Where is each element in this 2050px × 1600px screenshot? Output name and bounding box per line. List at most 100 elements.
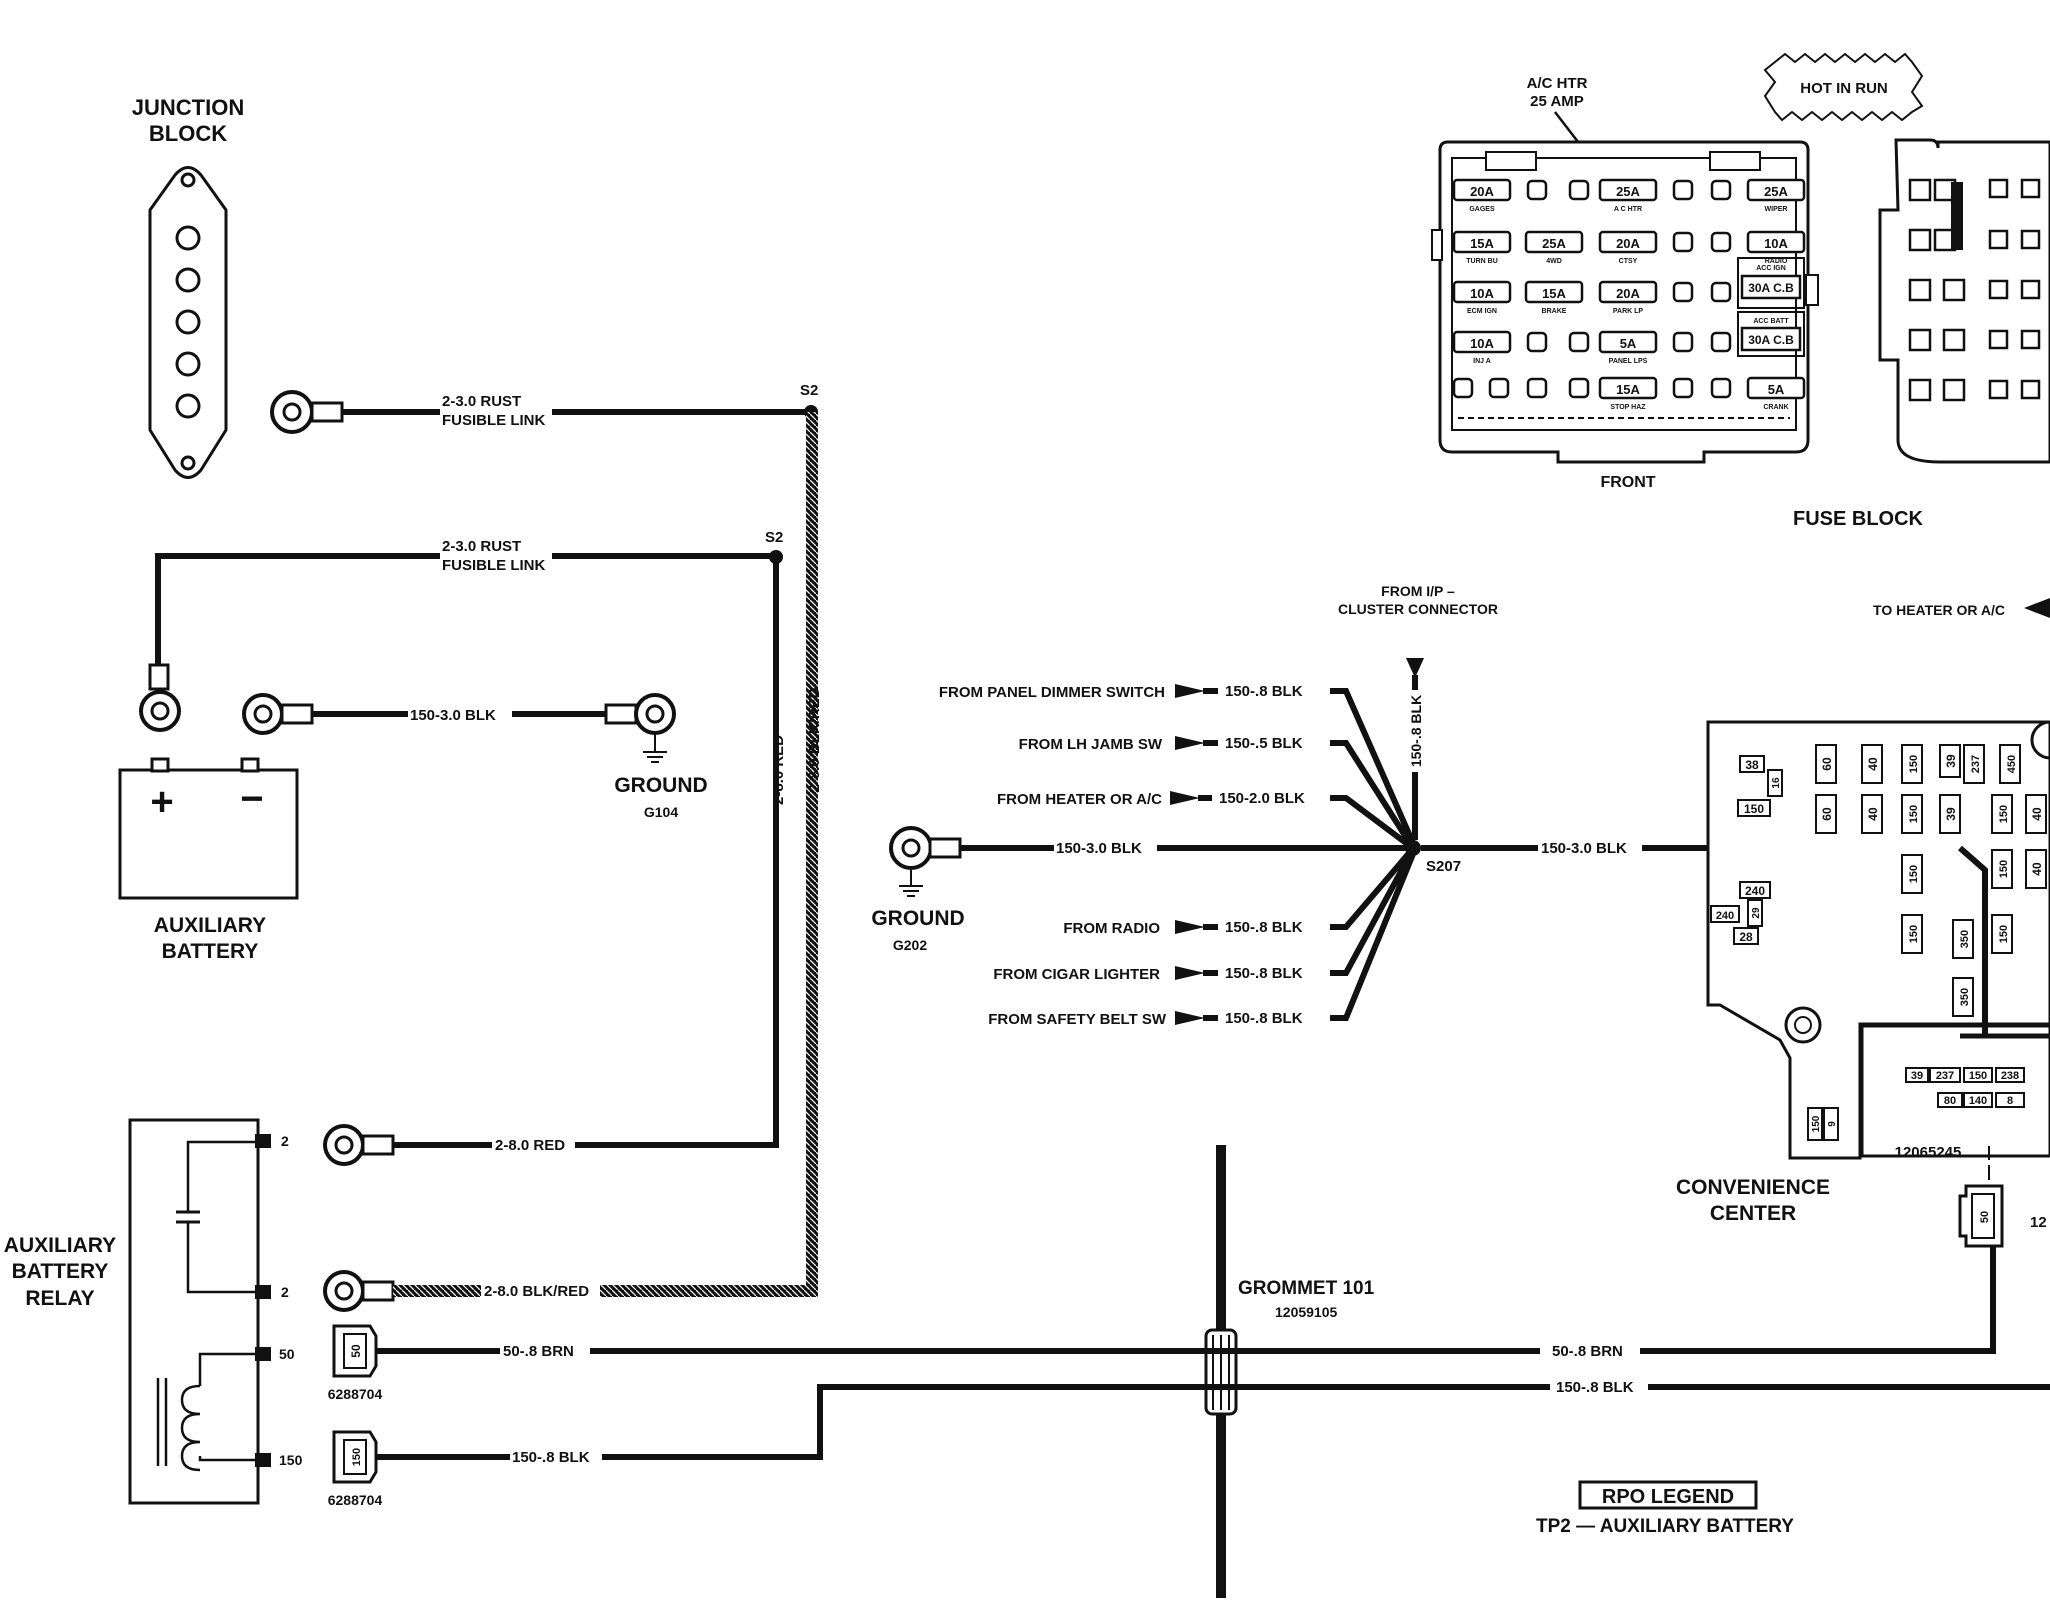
relay-brn-wire-label: 50-.8 BRN [503, 1343, 574, 1360]
slot-number: 150 [1908, 755, 1920, 773]
fuse-row-3: 10A ECM IGN 15A BRAKE 20A PARK LP ACC IG… [1452, 257, 1805, 315]
ground-g104-label: GROUND [614, 774, 707, 797]
relay-brn-wire-label-right: 50-.8 BRN [1552, 1343, 1623, 1360]
slot-number: 140 [1969, 1095, 1987, 1107]
wire-belt: 150-.8 BLK [1225, 1010, 1303, 1027]
ground-g202-id: G202 [893, 937, 927, 953]
connector-50-pin: 50 [349, 1344, 363, 1358]
battery-minus: − [240, 777, 263, 821]
fuse-row-4: 10A INJ A 5A PANEL LPS ACC BATT 30A C.B [1452, 311, 1805, 365]
ac-htr-callout-2: 25 AMP [1530, 93, 1584, 110]
slot-number: 450 [2006, 755, 2018, 773]
input-from-heater: FROM HEATER OR A/C [997, 791, 1162, 808]
top-fusible-link: 2-3.0 RUST FUSIBLE LINK S2 [270, 382, 818, 434]
relay-blk-wire-label-right: 150-.8 BLK [1556, 1379, 1634, 1396]
fuse-amp: 20A [1470, 184, 1494, 199]
arrow-right-icon [1175, 920, 1205, 934]
relay-pin-2: 2 [281, 1284, 289, 1300]
slot-number: 80 [1944, 1095, 1956, 1107]
ring-terminal-icon [242, 693, 284, 735]
arrow-down-icon [1406, 658, 1424, 678]
relay-blk-wire-label: 150-.8 BLK [512, 1449, 590, 1466]
fuse-name: TURN BU [1466, 258, 1498, 265]
convenience-part-partial: 12 [2030, 1214, 2047, 1231]
breaker-label: ACC BATT [1753, 318, 1789, 325]
slot-number: 40 [2030, 807, 2044, 821]
fuse-row-2: 15A TURN BU 25A 4WD 20A CTSY 10A RADIO [1452, 230, 1806, 265]
fuse-amp: 10A [1764, 236, 1788, 251]
fuse-name: CTSY [1619, 258, 1638, 265]
fuse-name: RADIO [1765, 258, 1788, 265]
battery-plus: + [150, 780, 173, 824]
fuse-amp: 10A [1470, 286, 1494, 301]
fuse-amp: 15A [1470, 236, 1494, 251]
slot-number: 150 [1998, 860, 2010, 878]
fuse-amp: 25A [1616, 184, 1640, 199]
slot-number: 150 [1998, 925, 2010, 943]
battery-label-1: AUXILIARY [154, 914, 266, 937]
slot-number: 237 [1936, 1070, 1954, 1082]
slot-row-2: 150 60 40 150 39 150 40 [1737, 794, 2047, 834]
connector-150-part: 6288704 [328, 1492, 383, 1508]
battery-icon [118, 768, 299, 900]
convenience-center-label-1: CONVENIENCE [1676, 1176, 1830, 1199]
splice-s207: FROM I/P – CLUSTER CONNECTOR 150-.8 BLK … [871, 583, 2005, 1039]
wire-radio: 150-.8 BLK [1225, 919, 1303, 936]
top-fusible-link-label: FUSIBLE LINK [442, 412, 545, 429]
slot-number: 350 [1959, 930, 1971, 948]
convenience-part-number: 12065245 [1895, 1144, 1962, 1161]
slot-number: 8 [2007, 1095, 2013, 1107]
from-cluster-label-1: FROM I/P – [1381, 583, 1455, 599]
slot-number: 16 [1771, 777, 1782, 789]
junction-block-title-1: JUNCTION [132, 95, 244, 120]
fuse-name: WIPER [1765, 206, 1788, 213]
junction-block-body [148, 166, 228, 479]
battery-label-2: BATTERY [162, 940, 259, 963]
junction-block-title-2: BLOCK [149, 121, 227, 146]
convenience-center-label-2: CENTER [1710, 1202, 1796, 1225]
wire-dimmer: 150-.8 BLK [1225, 683, 1303, 700]
slot-number: 150 [1969, 1070, 1987, 1082]
s207-ground-wire: 150-3.0 BLK [1056, 840, 1142, 857]
arrow-right-icon [1170, 791, 1200, 805]
slot-number: 150 [1908, 925, 1920, 943]
slot-number: 9 [1827, 1121, 1838, 1127]
input-from-jamb: FROM LH JAMB SW [1019, 736, 1163, 753]
auxiliary-battery: + − AUXILIARY BATTERY [118, 757, 299, 963]
fuse-name: CRANK [1763, 404, 1788, 411]
rpo-legend: RPO LEGEND TP2 — AUXILIARY BATTERY [1536, 1480, 1794, 1537]
relay-body [128, 1118, 260, 1505]
s207-label: S207 [1426, 858, 1461, 875]
relay-label-1: AUXILIARY [4, 1234, 116, 1257]
fuse-name: STOP HAZ [1610, 404, 1646, 411]
relay-blkred-wire: 2-8.0 BLK/RED [323, 1270, 818, 1312]
fuse-name: BRAKE [1542, 308, 1567, 315]
ground-g104-wire: 150-3.0 BLK [410, 707, 496, 724]
input-from-radio: FROM RADIO [1063, 920, 1160, 937]
breaker-label: ACC IGN [1756, 265, 1786, 272]
second-splice-label: S2 [765, 529, 783, 546]
input-from-belt: FROM SAFETY BELT SW [988, 1011, 1167, 1028]
junction-block: JUNCTION BLOCK [132, 95, 244, 479]
second-fusible-link: 2-3.0 RUST FUSIBLE LINK S2 [139, 529, 783, 732]
fuse-amp: 15A [1616, 382, 1640, 397]
fuse-amp: 20A [1616, 236, 1640, 251]
grommet-101: GROMMET 101 12059105 [1204, 1145, 1375, 1598]
vertical-blkred-wire-label: 2-8.0 BLK/RED [806, 687, 823, 792]
rpo-legend-entry: TP2 — AUXILIARY BATTERY [1536, 1516, 1794, 1537]
fuse-amp: 25A [1764, 184, 1788, 199]
slot-number: 39 [1944, 754, 1958, 768]
ring-terminal-icon [323, 1124, 365, 1166]
slot-number: 150 [1908, 805, 1920, 823]
ring-terminal-icon [270, 390, 314, 434]
relay-label-3: RELAY [25, 1287, 94, 1310]
breaker-value: 30A C.B [1748, 281, 1794, 295]
relay-pin-4: 150 [279, 1452, 303, 1468]
slot-number: 39 [1911, 1070, 1923, 1082]
slot-number: 40 [1866, 807, 1880, 821]
slot-number: 60 [1820, 757, 1834, 771]
slot-row-1: 38 16 60 40 150 39 237 450 [1739, 744, 2021, 797]
fuse-name: INJ A [1473, 358, 1491, 365]
relay-50-wire: 50 6288704 50-.8 BRN 50-.8 BRN [328, 1244, 1996, 1402]
